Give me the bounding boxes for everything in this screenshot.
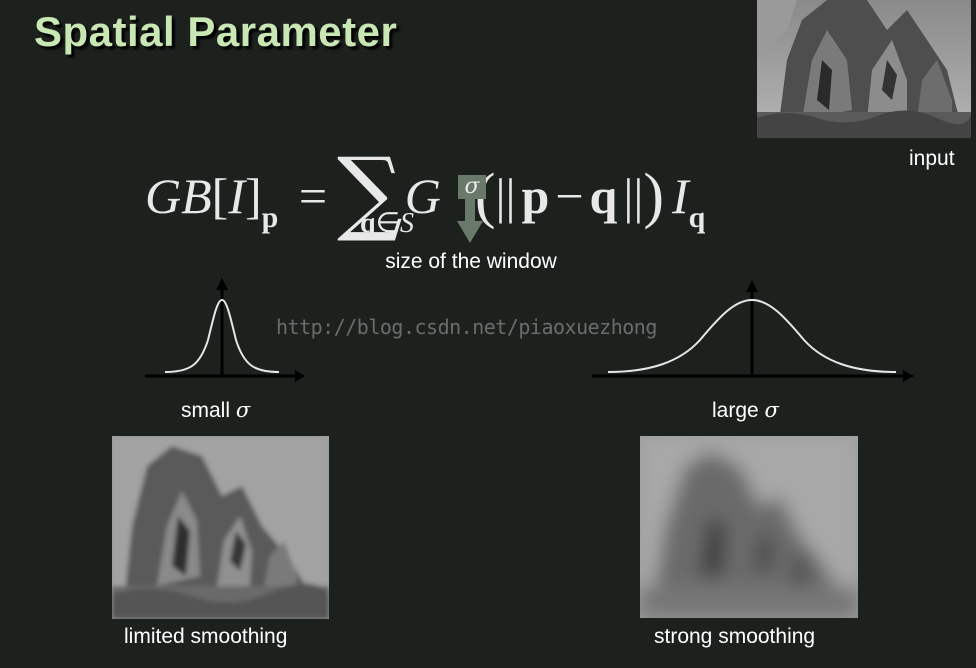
input-photo <box>757 0 971 138</box>
formula-q-sub: q <box>688 201 706 234</box>
formula-image: I <box>228 168 245 224</box>
formula-p-sub: p <box>261 201 279 234</box>
formula-equals: = <box>298 168 328 224</box>
down-arrow-icon <box>457 199 483 243</box>
formula-sum: ∑ <box>337 138 403 245</box>
formula-kernel: G <box>404 168 441 224</box>
slide-title: Spatial Parameter <box>34 8 398 55</box>
sum-index: q∈S <box>360 208 414 239</box>
sigma-highlight: σ <box>458 175 486 199</box>
formula-minus: − <box>555 168 584 224</box>
limited-smoothing-photo <box>112 436 329 619</box>
input-label: input <box>909 147 955 170</box>
strong-smoothing-label: strong smoothing <box>654 625 816 648</box>
sigma-symbol: σ <box>235 398 251 422</box>
large-word: large <box>712 399 759 422</box>
small-sigma-label: small σ <box>181 398 250 423</box>
large-sigma-gaussian-plot <box>592 280 914 382</box>
formula-p: p <box>521 168 550 224</box>
limited-smoothing-label: limited smoothing <box>124 625 288 648</box>
formula-q: q <box>589 168 618 224</box>
formula-norm-open: || <box>495 168 516 224</box>
sigma-symbol: σ <box>764 398 779 422</box>
formula-gb: GB <box>145 168 212 224</box>
formula-norm-close: || <box>623 168 644 224</box>
arrow-label: size of the window <box>385 250 557 273</box>
small-sigma-gaussian-plot <box>145 278 305 382</box>
watermark: http://blog.csdn.net/piaoxuezhong <box>276 315 657 339</box>
formula-intensity: I <box>672 168 689 224</box>
small-word: small <box>181 399 231 422</box>
large-sigma-label: large σ <box>712 398 779 423</box>
strong-smoothing-photo <box>640 436 858 618</box>
